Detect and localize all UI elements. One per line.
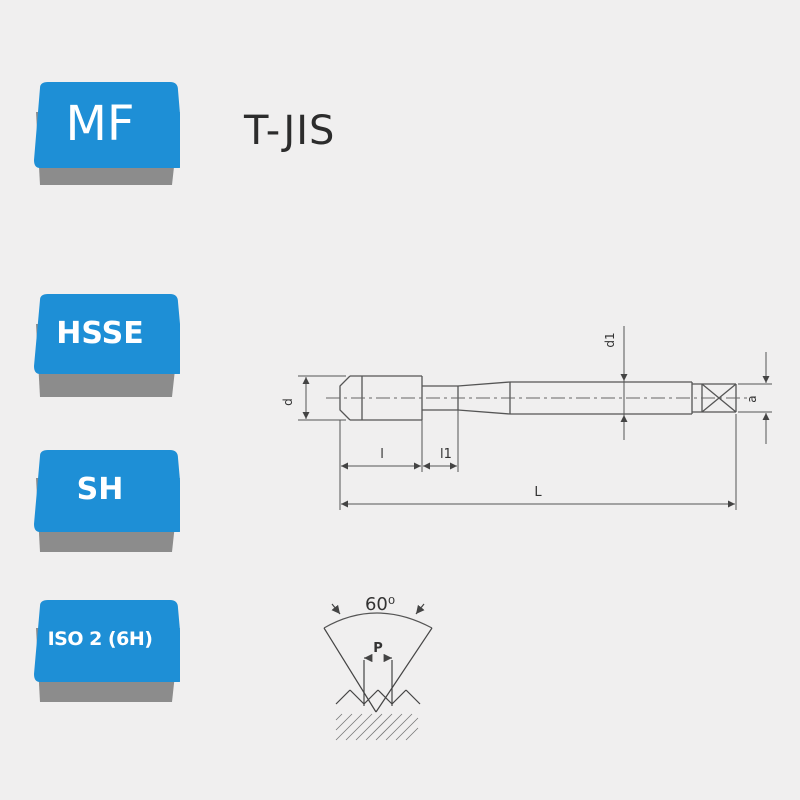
- badge-sh-shape: [34, 450, 180, 552]
- dim-l1-label: l1: [440, 447, 452, 462]
- dim-d: [298, 375, 346, 421]
- badge-sh-label: SH: [76, 472, 124, 507]
- dim-d1-label: d1: [603, 332, 617, 347]
- dim-a-label: a: [745, 395, 759, 402]
- badge-hsse-label: HSSE: [56, 316, 144, 351]
- dim-L: [341, 414, 737, 510]
- thread-pitch-label: P: [373, 641, 383, 656]
- thread-profile: [323, 603, 433, 741]
- dim-l-l1: [339, 410, 459, 510]
- dim-l-label: l: [380, 447, 384, 462]
- badge-sh: SH: [30, 448, 180, 558]
- badge-mf-label: MF: [65, 96, 135, 152]
- dim-d-label: d: [281, 398, 295, 406]
- thread-angle-label: 60⁰: [365, 594, 395, 615]
- badge-iso-shape: [34, 600, 180, 702]
- badge-mf-shape: [34, 82, 180, 185]
- badge-hsse-shape: [34, 294, 180, 397]
- badge-hsse: HSSE: [30, 292, 180, 402]
- dim-L-label: L: [534, 485, 542, 500]
- page-title: T-JIS: [244, 108, 336, 154]
- badge-mf: MF: [30, 80, 180, 190]
- badge-iso: ISO 2 (6H): [30, 598, 180, 708]
- dim-a: [738, 352, 772, 444]
- badge-iso-label: ISO 2 (6H): [47, 628, 153, 650]
